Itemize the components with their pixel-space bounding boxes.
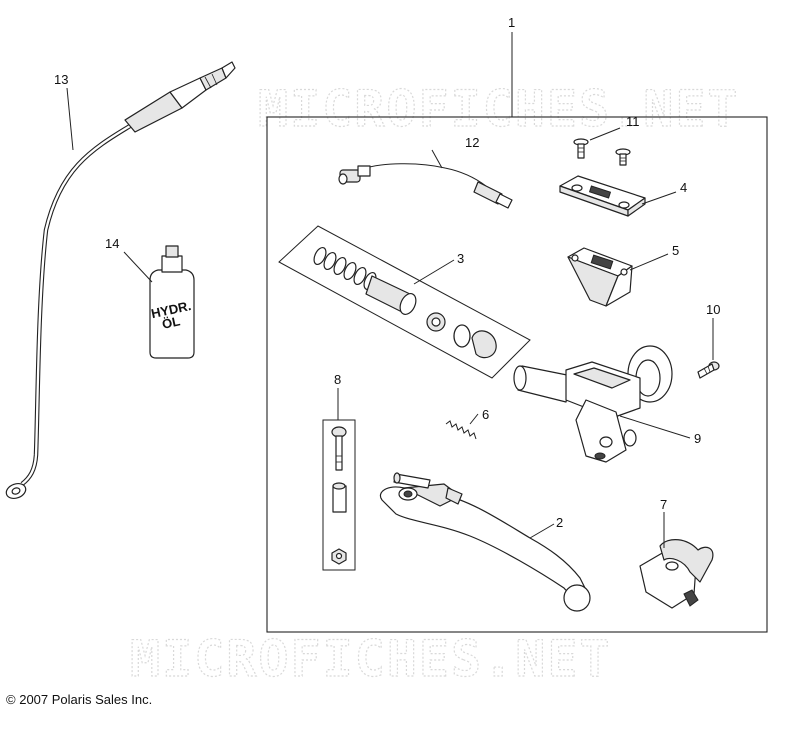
- leader-6: [469, 413, 479, 425]
- hydraulic-hose: [5, 61, 236, 500]
- leader-12: [431, 149, 443, 169]
- callout-1: 1: [508, 15, 515, 30]
- callout-7: 7: [660, 497, 667, 512]
- watermark-top: MICROFICHES.NET: [258, 80, 740, 138]
- callout-12: 12: [465, 135, 479, 150]
- leader-3: [413, 259, 455, 285]
- callout-6: 6: [482, 407, 489, 422]
- hydraulic-oil-bottle: [149, 245, 195, 359]
- callout-5: 5: [672, 243, 679, 258]
- callout-10: 10: [706, 302, 720, 317]
- copyright-symbol: ©: [6, 692, 16, 707]
- mounting-bolt: [697, 361, 720, 379]
- callout-3: 3: [457, 251, 464, 266]
- leader-13: [66, 87, 74, 151]
- reservoir-cover: [559, 175, 646, 217]
- pivot-bolt-kit: [322, 419, 356, 571]
- leader-9: [619, 415, 691, 439]
- handlebar-clamp: [639, 539, 714, 609]
- brake-lever: [379, 472, 591, 612]
- leader-2: [529, 523, 555, 539]
- leader-14: [123, 251, 153, 283]
- assembly-box: [266, 116, 768, 633]
- callout-4: 4: [680, 180, 687, 195]
- copyright-text: 2007 Polaris Sales Inc.: [19, 692, 153, 707]
- callout-9: 9: [694, 431, 701, 446]
- reservoir-diaphragm: [567, 247, 633, 307]
- leader-11: [589, 127, 621, 141]
- callout-2: 2: [556, 515, 563, 530]
- brake-switch: [338, 163, 513, 209]
- copyright-notice: © 2007 Polaris Sales Inc.: [6, 692, 152, 707]
- bottle-label-line2: ÖL: [161, 313, 182, 331]
- piston-kit: [278, 225, 531, 379]
- callout-14: 14: [105, 236, 119, 251]
- lever-spring: [445, 420, 477, 440]
- callout-11: 11: [626, 114, 640, 129]
- leader-4: [641, 191, 677, 205]
- callout-13: 13: [54, 72, 68, 87]
- callout-8: 8: [334, 372, 341, 387]
- reservoir-screws: [573, 138, 631, 166]
- watermark-bottom: MICROFICHES.NET: [130, 630, 612, 688]
- leader-5: [629, 253, 669, 271]
- master-cylinder: [513, 345, 673, 463]
